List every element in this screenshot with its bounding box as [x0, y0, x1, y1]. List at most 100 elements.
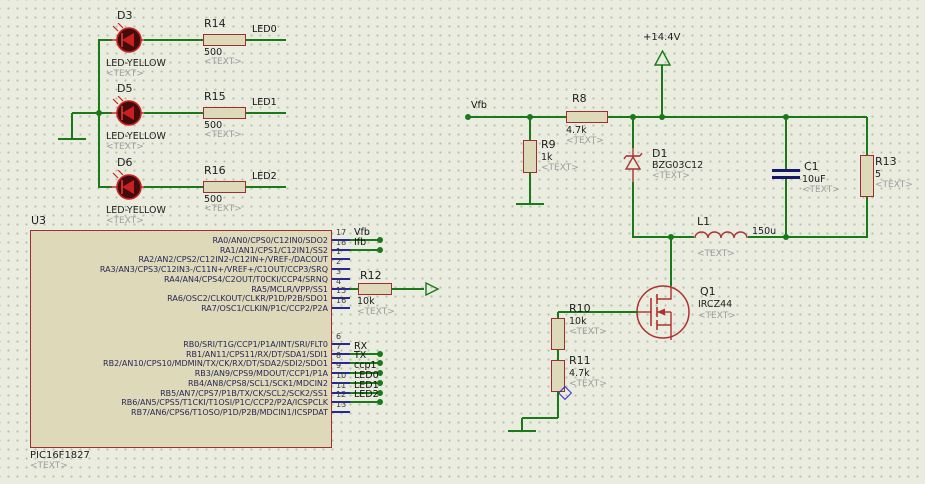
component-model-label: IRCZ44: [698, 299, 733, 310]
mcu-pin-10[interactable]: RB4/AN8/CPS8/SCL1/SCK1/MDCIN2 10 LED0: [36, 370, 436, 388]
mcu-pin-15[interactable]: RA6/OSC2/CLKOUT/CLKR/P1D/P2B/SDO1 15: [36, 287, 436, 303]
pin-stub: [332, 401, 350, 404]
component-ref-label: L1: [697, 215, 711, 228]
wire-segment[interactable]: [350, 239, 380, 241]
pin-stub: [332, 410, 350, 413]
wire-segment[interactable]: [144, 112, 203, 114]
resistor-r10[interactable]: [551, 318, 565, 350]
component-part-label: PIC16F1827: [30, 450, 90, 461]
wire-segment[interactable]: [866, 117, 868, 155]
junction-dot: [377, 389, 383, 396]
wire-segment[interactable]: [350, 401, 380, 404]
capacitor-plate[interactable]: [772, 176, 800, 179]
wire-segment[interactable]: [633, 236, 694, 238]
wire-segment[interactable]: [468, 116, 566, 118]
wire-segment[interactable]: [99, 39, 112, 41]
wire-segment[interactable]: [350, 372, 380, 375]
led-symbol[interactable]: [110, 23, 146, 53]
wire-segment[interactable]: [557, 350, 559, 360]
wire-segment[interactable]: [670, 238, 672, 286]
wire-segment[interactable]: [785, 179, 787, 238]
wire-segment[interactable]: [350, 381, 380, 384]
component-ref-label: D3: [117, 9, 133, 22]
terminal-arrow-icon[interactable]: [424, 281, 440, 297]
wire-segment[interactable]: [608, 116, 867, 118]
mcu-pin-8[interactable]: RB2/AN10/CPS10/MDMIN/TX/CK/RX/DT/SDA2/SD…: [36, 351, 436, 369]
ground-symbol[interactable]: [508, 430, 536, 432]
placeholder-label: <TEXT>: [30, 461, 68, 471]
wire-segment[interactable]: [72, 112, 99, 114]
wire-segment[interactable]: [785, 117, 787, 169]
mcu-pin-3[interactable]: RA4/AN4/CPS4/C2OUT/T0CKI/CCP4/SRNQ 3: [36, 267, 436, 284]
ground-symbol[interactable]: [58, 138, 86, 140]
wire-segment[interactable]: [350, 391, 380, 394]
capacitor-plate[interactable]: [772, 169, 800, 172]
wire-segment[interactable]: [71, 113, 73, 138]
mcu-pin-18[interactable]: RA1/AN1/CPS1/C12IN1/SS2 18 Ifb: [36, 237, 436, 255]
pin-name: RB3/AN9/CPS9/MDOUT/CCP1/P1A: [194, 369, 328, 379]
wire-segment[interactable]: [661, 65, 663, 118]
wire-segment[interactable]: [632, 117, 634, 148]
mcu-u3[interactable]: [30, 230, 332, 448]
pin-name: RB2/AN10/CPS10/MDMIN/TX/CK/RX/DT/SDA2/SD…: [103, 359, 328, 369]
wire-segment[interactable]: [529, 173, 531, 203]
mcu-pin-1[interactable]: RA2/AN2/CPS2/C12IN2-/C12IN+/VREF-/DACOUT…: [36, 248, 436, 264]
resistor-r13[interactable]: [860, 155, 874, 197]
wire-segment[interactable]: [522, 417, 558, 419]
resistor-r16[interactable]: [203, 181, 246, 193]
wire-segment[interactable]: [748, 236, 867, 238]
component-value-label: 500: [204, 120, 223, 131]
wire-segment[interactable]: [558, 311, 638, 313]
mcu-pin-13[interactable]: RB7/AN6/CPS6/T1OSO/P1D/P2B/MDCIN1/ICSPDA…: [36, 400, 436, 417]
pin-number: 15: [336, 286, 347, 296]
wire-segment[interactable]: [866, 197, 868, 238]
mcu-pin-16[interactable]: RA7/OSC1/CLKIN/P1C/CCP2/P2A 16: [36, 296, 436, 313]
wire-segment[interactable]: [99, 186, 112, 188]
resistor-r11[interactable]: [551, 360, 565, 392]
wire-segment[interactable]: [350, 288, 358, 290]
wire-segment[interactable]: [246, 112, 286, 114]
component-ref-label: U3: [31, 214, 47, 227]
net-label: LED1: [252, 97, 277, 108]
component-ref-label: Q1: [700, 285, 716, 298]
wire-segment[interactable]: [144, 39, 203, 41]
mcu-pin-11[interactable]: RB5/AN7/CPS7/P1B/TX/CK/SCL2/SCK2/SS1 11 …: [36, 380, 436, 398]
resistor-r8[interactable]: [566, 111, 608, 123]
inductor-symbol[interactable]: [694, 226, 750, 240]
mcu-pin-6[interactable]: RB0/SRI/T1G/CCP1/P1A/INT/SRI/FLT0 6: [36, 333, 436, 349]
wire-segment[interactable]: [99, 112, 112, 114]
component-value-label: 500: [204, 194, 223, 205]
wire-segment[interactable]: [350, 352, 380, 355]
mcu-pin-7[interactable]: RB1/AN11/CPS11/RX/DT/SDA1/SDI1 7 RX: [36, 341, 436, 359]
net-label: LED2: [252, 171, 277, 182]
wire-segment[interactable]: [246, 186, 286, 188]
ground-symbol[interactable]: [516, 203, 544, 205]
power-terminal-icon[interactable]: [654, 50, 671, 66]
mosfet-symbol[interactable]: [635, 282, 691, 342]
mcu-pin-2[interactable]: RA3/AN3/CPS3/C12IN3-/C11N+/VREF+/C1OUT/C…: [36, 258, 436, 274]
wire-segment[interactable]: [632, 182, 634, 238]
wire-segment[interactable]: [529, 117, 531, 140]
mcu-pin-17[interactable]: RA0/AN0/CPS0/C12IN0/SDO2 17 Vfb: [36, 228, 436, 245]
led-symbol[interactable]: [110, 96, 146, 126]
pin-name: RA1/AN1/CPS1/C12IN1/SS2: [219, 245, 328, 255]
zener-diode-symbol[interactable]: [623, 148, 643, 182]
wire-segment[interactable]: [246, 39, 286, 41]
wire-segment[interactable]: [350, 248, 380, 251]
wire-segment[interactable]: [557, 312, 559, 318]
component-value-label: 4.7k: [566, 125, 587, 136]
wire-segment[interactable]: [392, 288, 424, 290]
wire-segment[interactable]: [144, 186, 203, 188]
resistor-r15[interactable]: [203, 107, 246, 119]
resistor-r14[interactable]: [203, 34, 246, 46]
resistor-r9[interactable]: [523, 140, 537, 173]
wire-segment[interactable]: [557, 392, 559, 418]
mcu-pin-12[interactable]: RB6/AN5/CPS5/T1CKI/T1OSI/P1C/CCP2/P2A/IC…: [36, 390, 436, 407]
mcu-pin-4[interactable]: RA5/MCLR/VPP/SS1 4: [36, 277, 436, 294]
resistor-r12[interactable]: [358, 283, 392, 295]
led-symbol[interactable]: [110, 170, 146, 200]
mcu-pin-9[interactable]: RB3/AN9/CPS9/MDOUT/CCP1/P1A 9 ccp1: [36, 361, 436, 379]
wire-segment[interactable]: [521, 418, 523, 430]
wire-segment[interactable]: [350, 362, 380, 365]
